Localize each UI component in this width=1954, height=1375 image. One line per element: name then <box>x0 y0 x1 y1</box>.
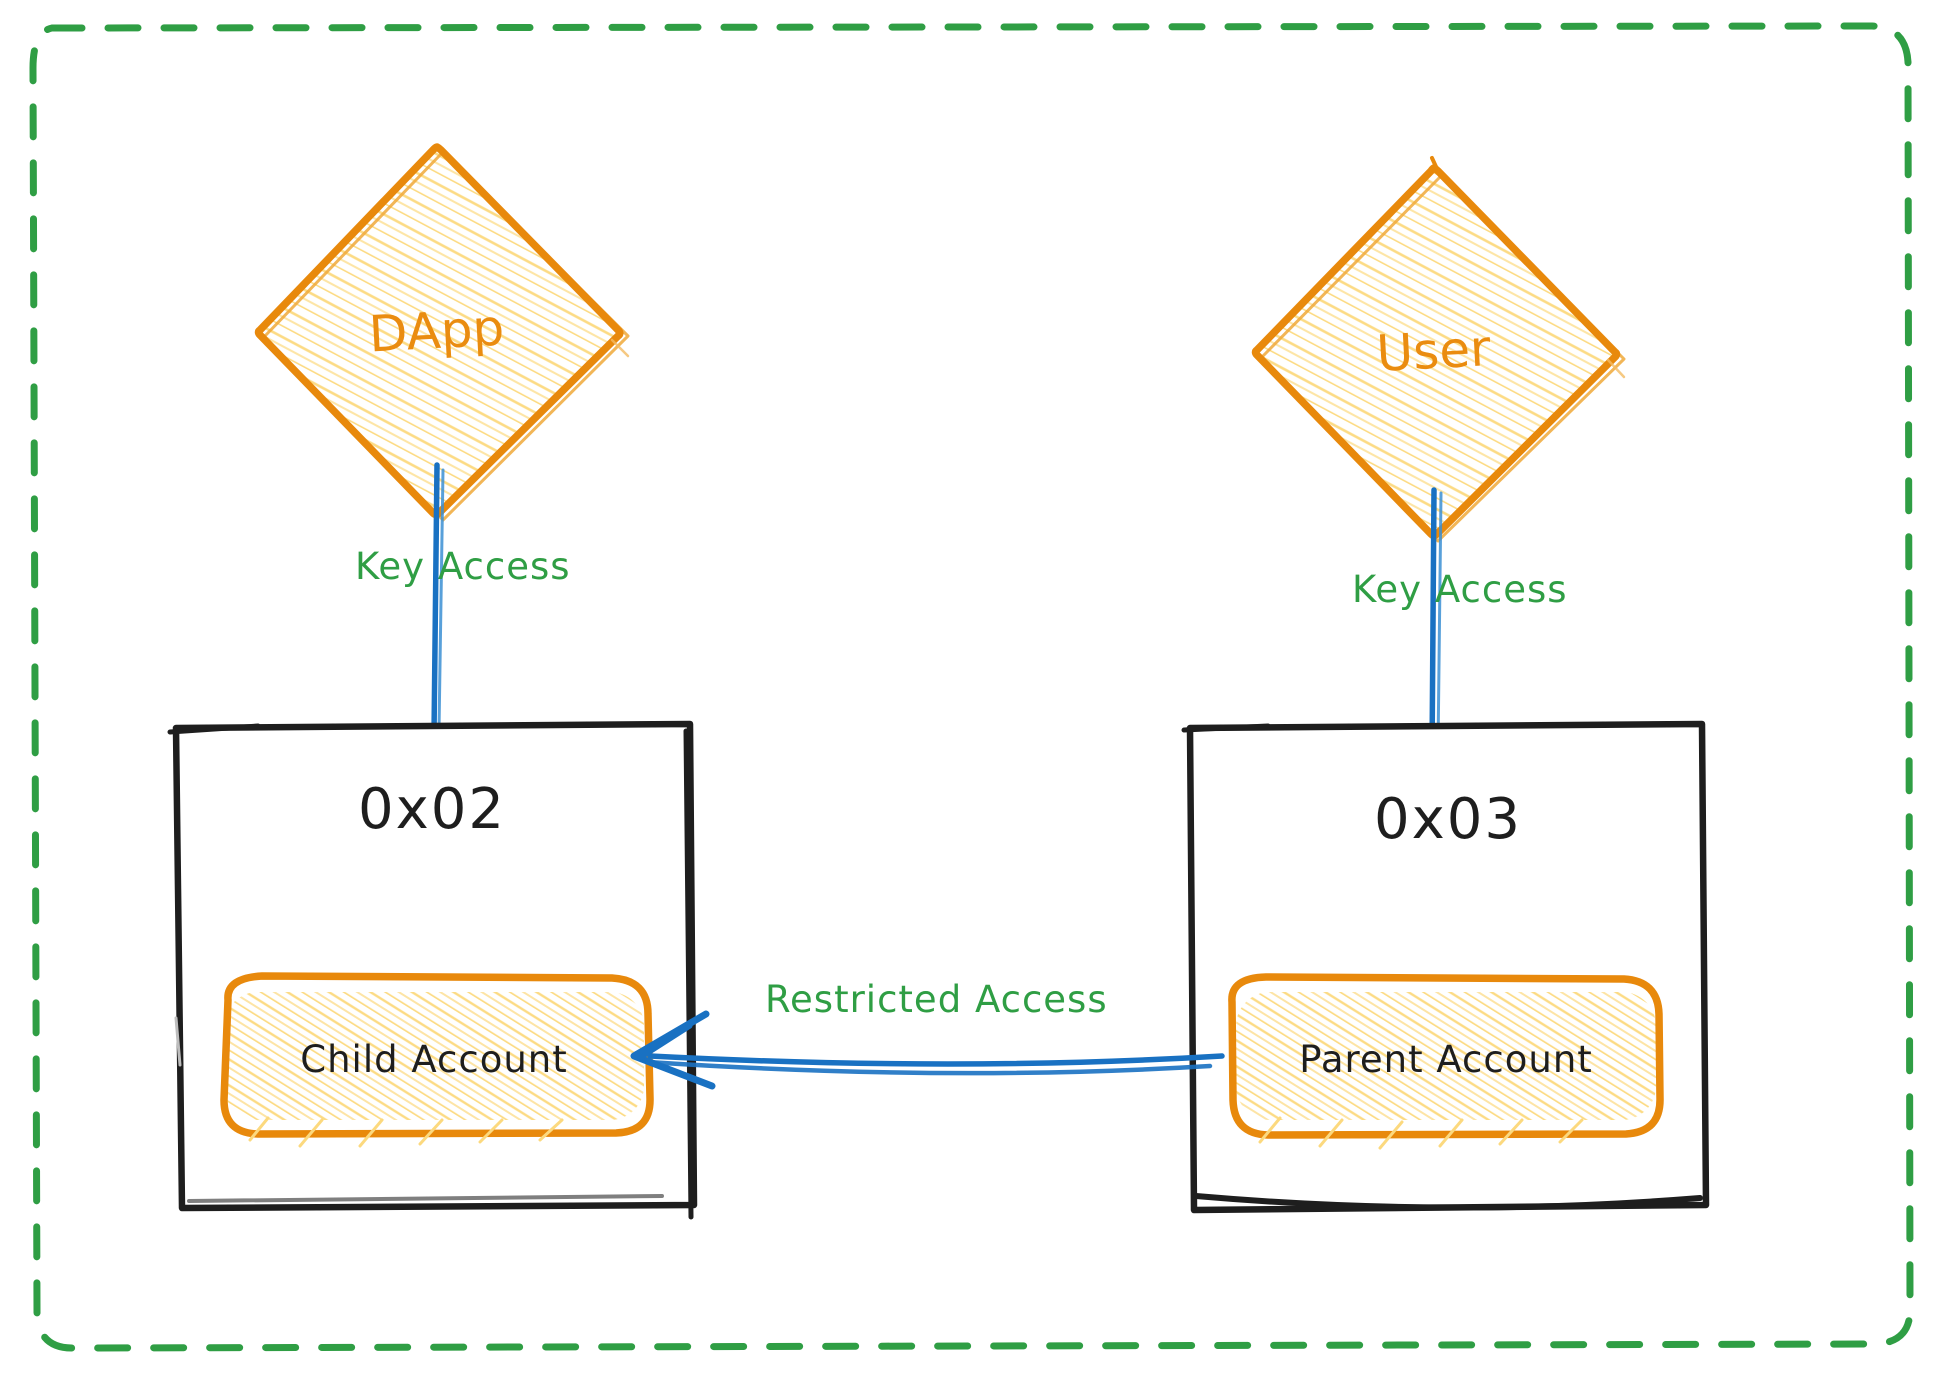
dapp-label: DApp <box>367 299 505 364</box>
edge-label-key-access-left: Key Access <box>355 545 571 588</box>
outer-dashed-boundary <box>29 22 1914 1352</box>
edge-label-key-access-right: Key Access <box>1352 568 1568 611</box>
account-0x03-label: 0x03 <box>1374 787 1522 852</box>
child-account-label: Child Account <box>300 1038 567 1081</box>
child-account-node[interactable] <box>220 972 654 1148</box>
edge-label-restricted-access: Restricted Access <box>765 978 1108 1021</box>
account-0x02-label: 0x02 <box>358 777 506 842</box>
parent-account-node[interactable] <box>1228 973 1664 1150</box>
user-label: User <box>1375 319 1492 383</box>
edge-user-to-0x03[interactable] <box>1429 487 1443 758</box>
parent-account-label: Parent Account <box>1299 1038 1593 1081</box>
edge-parent-to-child[interactable] <box>630 1010 1225 1090</box>
edge-dapp-to-0x02[interactable] <box>431 462 445 738</box>
